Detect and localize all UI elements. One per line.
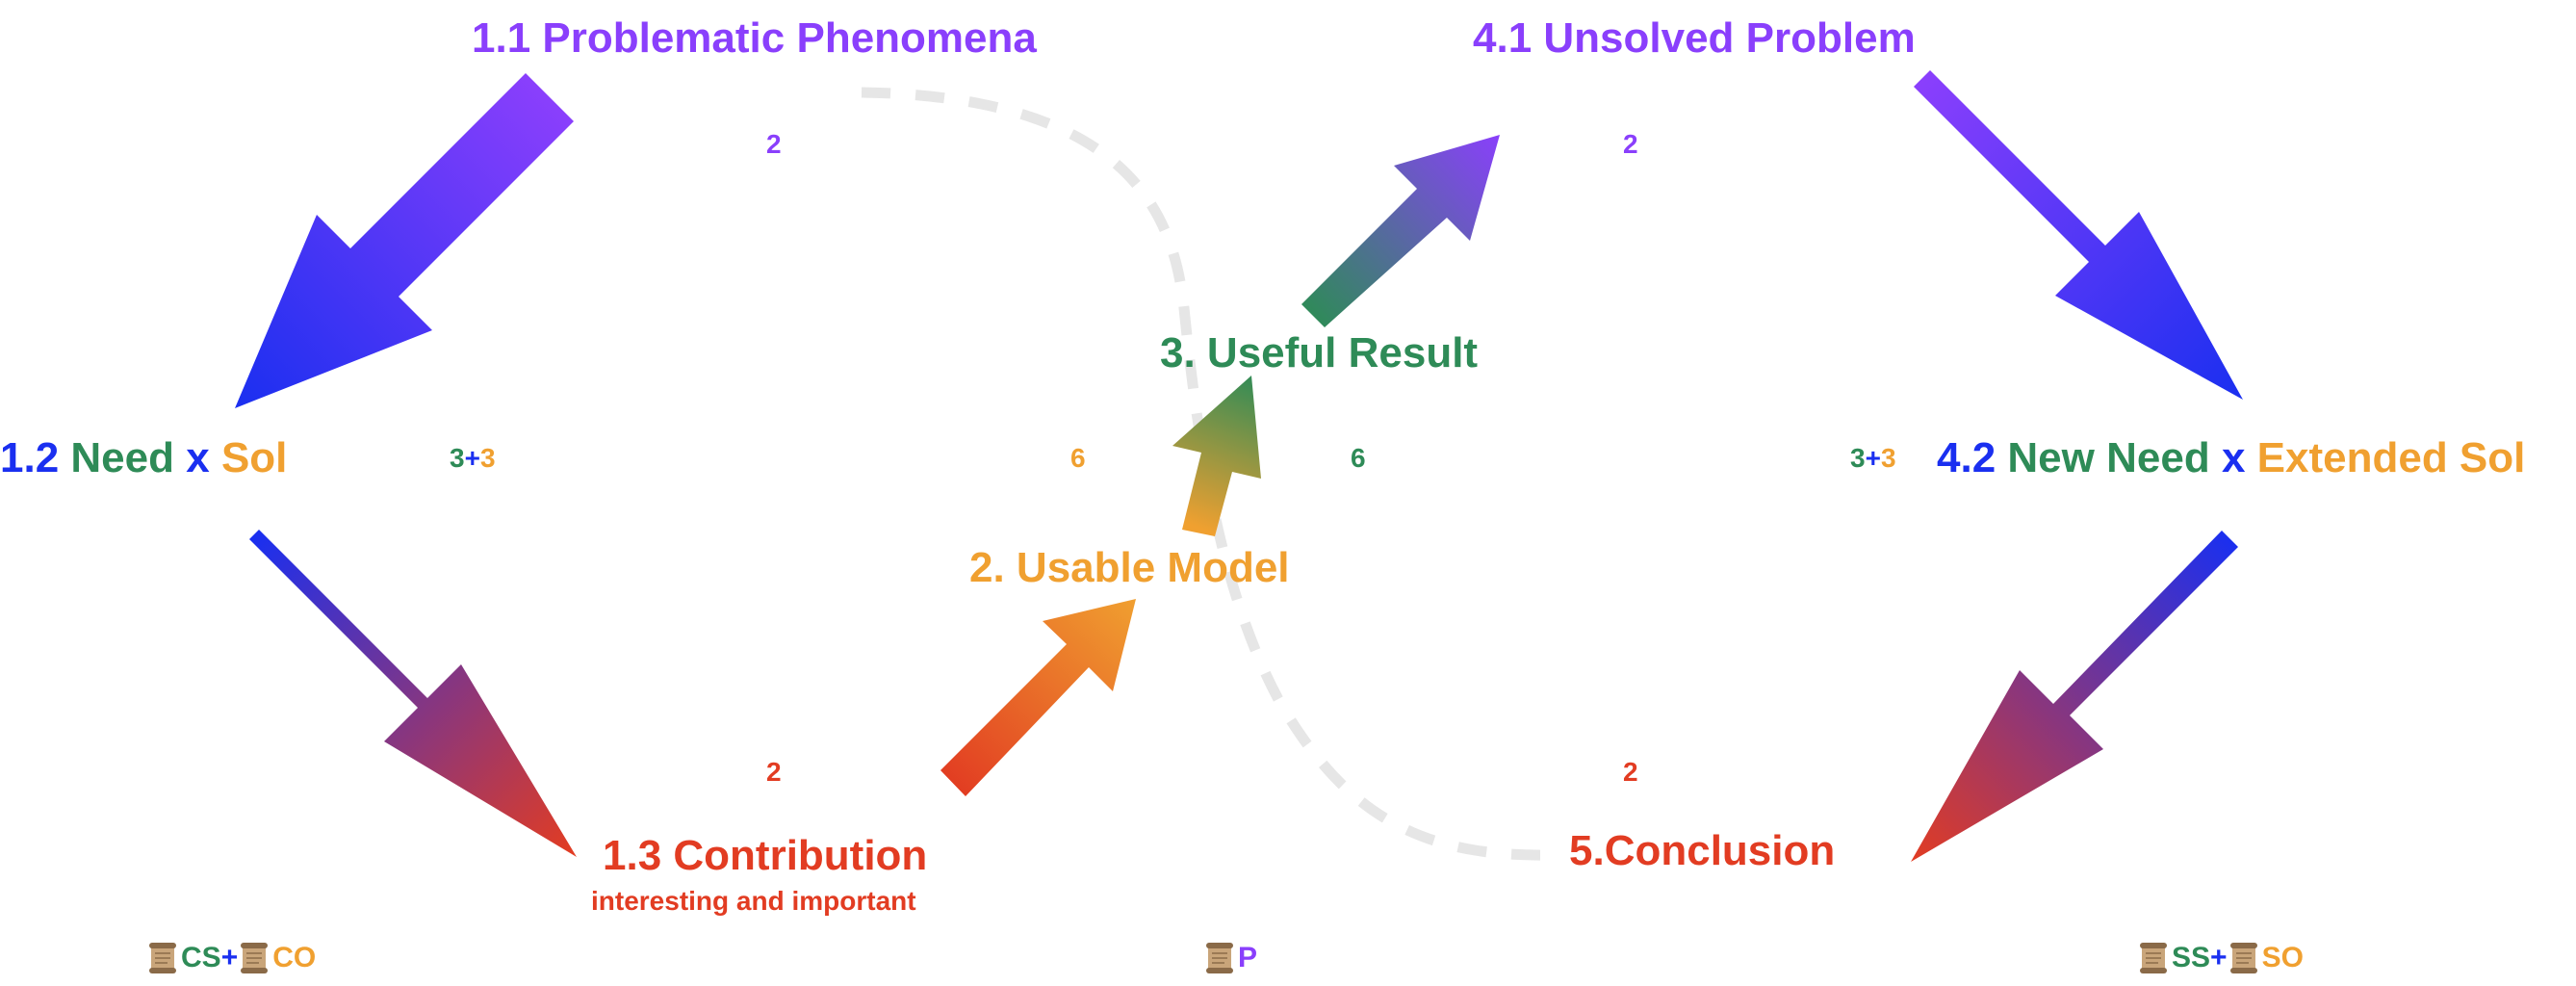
node-sol-label: Sol [220, 434, 288, 481]
scroll-icon [146, 940, 179, 976]
node-need-prefix: 1.2 [0, 434, 60, 481]
node-useful-result: 3. Useful Result [1160, 329, 1479, 376]
footer-left-cs: CS [181, 942, 221, 973]
count-right-middle: 3+3 [1850, 445, 1896, 472]
footer-right-ss: SS [2172, 942, 2211, 973]
footer-left-co: CO [272, 942, 317, 973]
arrow-unsolved-to-newneed [1914, 70, 2243, 400]
count-left-top: 2 [766, 129, 782, 159]
count-left-bottom: 2 [766, 757, 782, 787]
footer-left: CS+ CO [146, 940, 316, 976]
count-left-middle-a: 3 [450, 443, 465, 473]
node-contribution: 1.3 Contribution [603, 832, 928, 879]
arrow-result-to-unsolved [1301, 135, 1500, 327]
node-contribution-subtitle: interesting and important [591, 886, 916, 916]
node-need-x-sol: 1.2 Need x Sol [0, 437, 287, 480]
node-newneed-prefix: 4.2 [1937, 434, 1996, 481]
count-left-middle-plus: + [464, 443, 480, 473]
count-right-bottom: 2 [1623, 757, 1638, 787]
node-newneed-label: New Need [2007, 434, 2210, 481]
node-problematic-phenomena: 1.1 Problematic Phenomena [472, 14, 1037, 62]
arrow-phenomena-to-need [235, 73, 574, 408]
node-need-label: Need [70, 434, 174, 481]
count-right-middle-plus: + [1865, 443, 1881, 473]
count-center-right: 6 [1351, 443, 1366, 473]
scroll-icon [2228, 940, 2260, 976]
footer-right-plus: + [2210, 942, 2228, 973]
scroll-icon [238, 940, 270, 976]
node-extendedsol-label: Extended Sol [2256, 434, 2526, 481]
count-right-middle-a: 3 [1850, 443, 1866, 473]
footer-center: P [1203, 940, 1257, 976]
node-usable-model: 2. Usable Model [969, 544, 1290, 591]
node-unsolved-problem: 4.1 Unsolved Problem [1473, 14, 1916, 62]
footer-right-so: SO [2261, 942, 2304, 973]
arrow-newneed-to-conclusion [1911, 531, 2238, 862]
node-newneed-x: x [2221, 434, 2246, 481]
count-center-left: 6 [1070, 443, 1086, 473]
count-left-middle: 3+3 [450, 445, 496, 472]
count-right-top: 2 [1623, 129, 1638, 159]
node-conclusion: 5.Conclusion [1569, 827, 1836, 874]
arrow-contribution-to-model [940, 599, 1136, 796]
footer-right: SS+ SO [2137, 940, 2304, 976]
footer-left-plus: + [220, 942, 239, 973]
footer-center-p: P [1238, 942, 1258, 973]
node-newneed-x-extendedsol: 4.2 New Need x Extended Sol [1937, 437, 2525, 480]
scroll-icon [2137, 940, 2170, 976]
arrow-model-to-result [1172, 376, 1261, 536]
count-left-middle-b: 3 [479, 443, 496, 473]
node-need-x: x [186, 434, 210, 481]
arrow-need-to-contribution [249, 530, 577, 857]
count-right-middle-b: 3 [1880, 443, 1896, 473]
scroll-icon [1203, 940, 1236, 976]
